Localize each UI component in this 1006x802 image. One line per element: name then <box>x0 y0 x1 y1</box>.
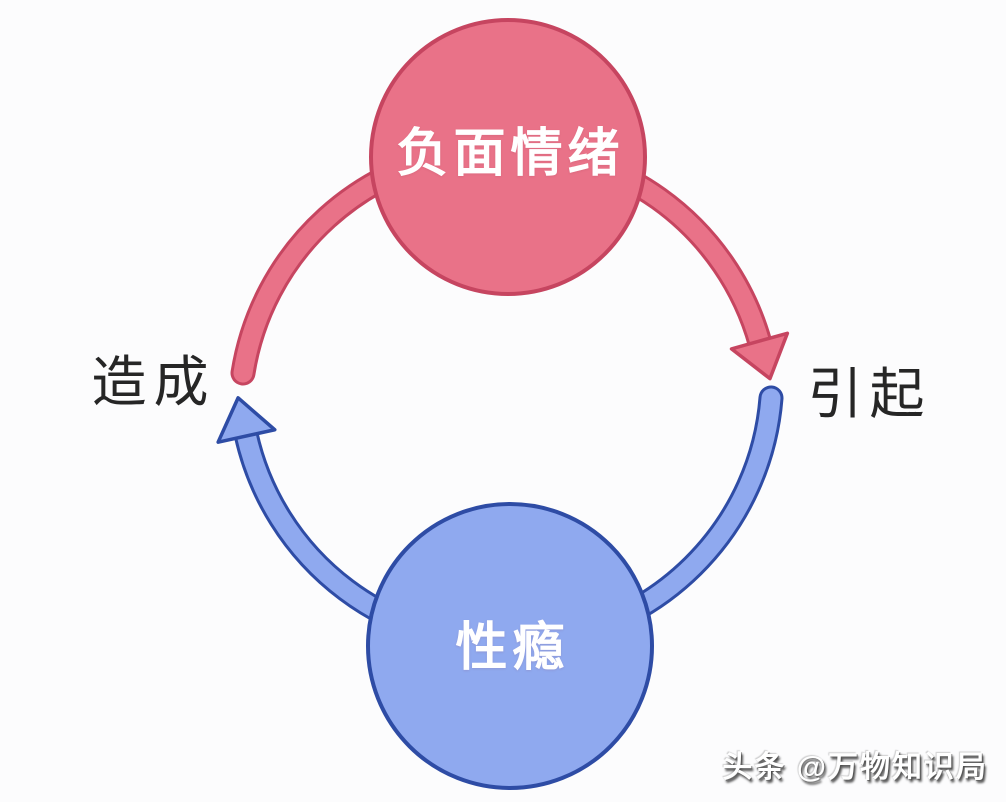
edge-label-yinqi: 引起 <box>807 363 932 425</box>
node-sex-addiction-circle <box>366 502 654 790</box>
node-negative-emotions-circle <box>369 18 647 296</box>
watermark-text: 头条 @万物知识局 <box>722 751 988 784</box>
edge-label-zaocheng: 造成 <box>91 351 216 413</box>
